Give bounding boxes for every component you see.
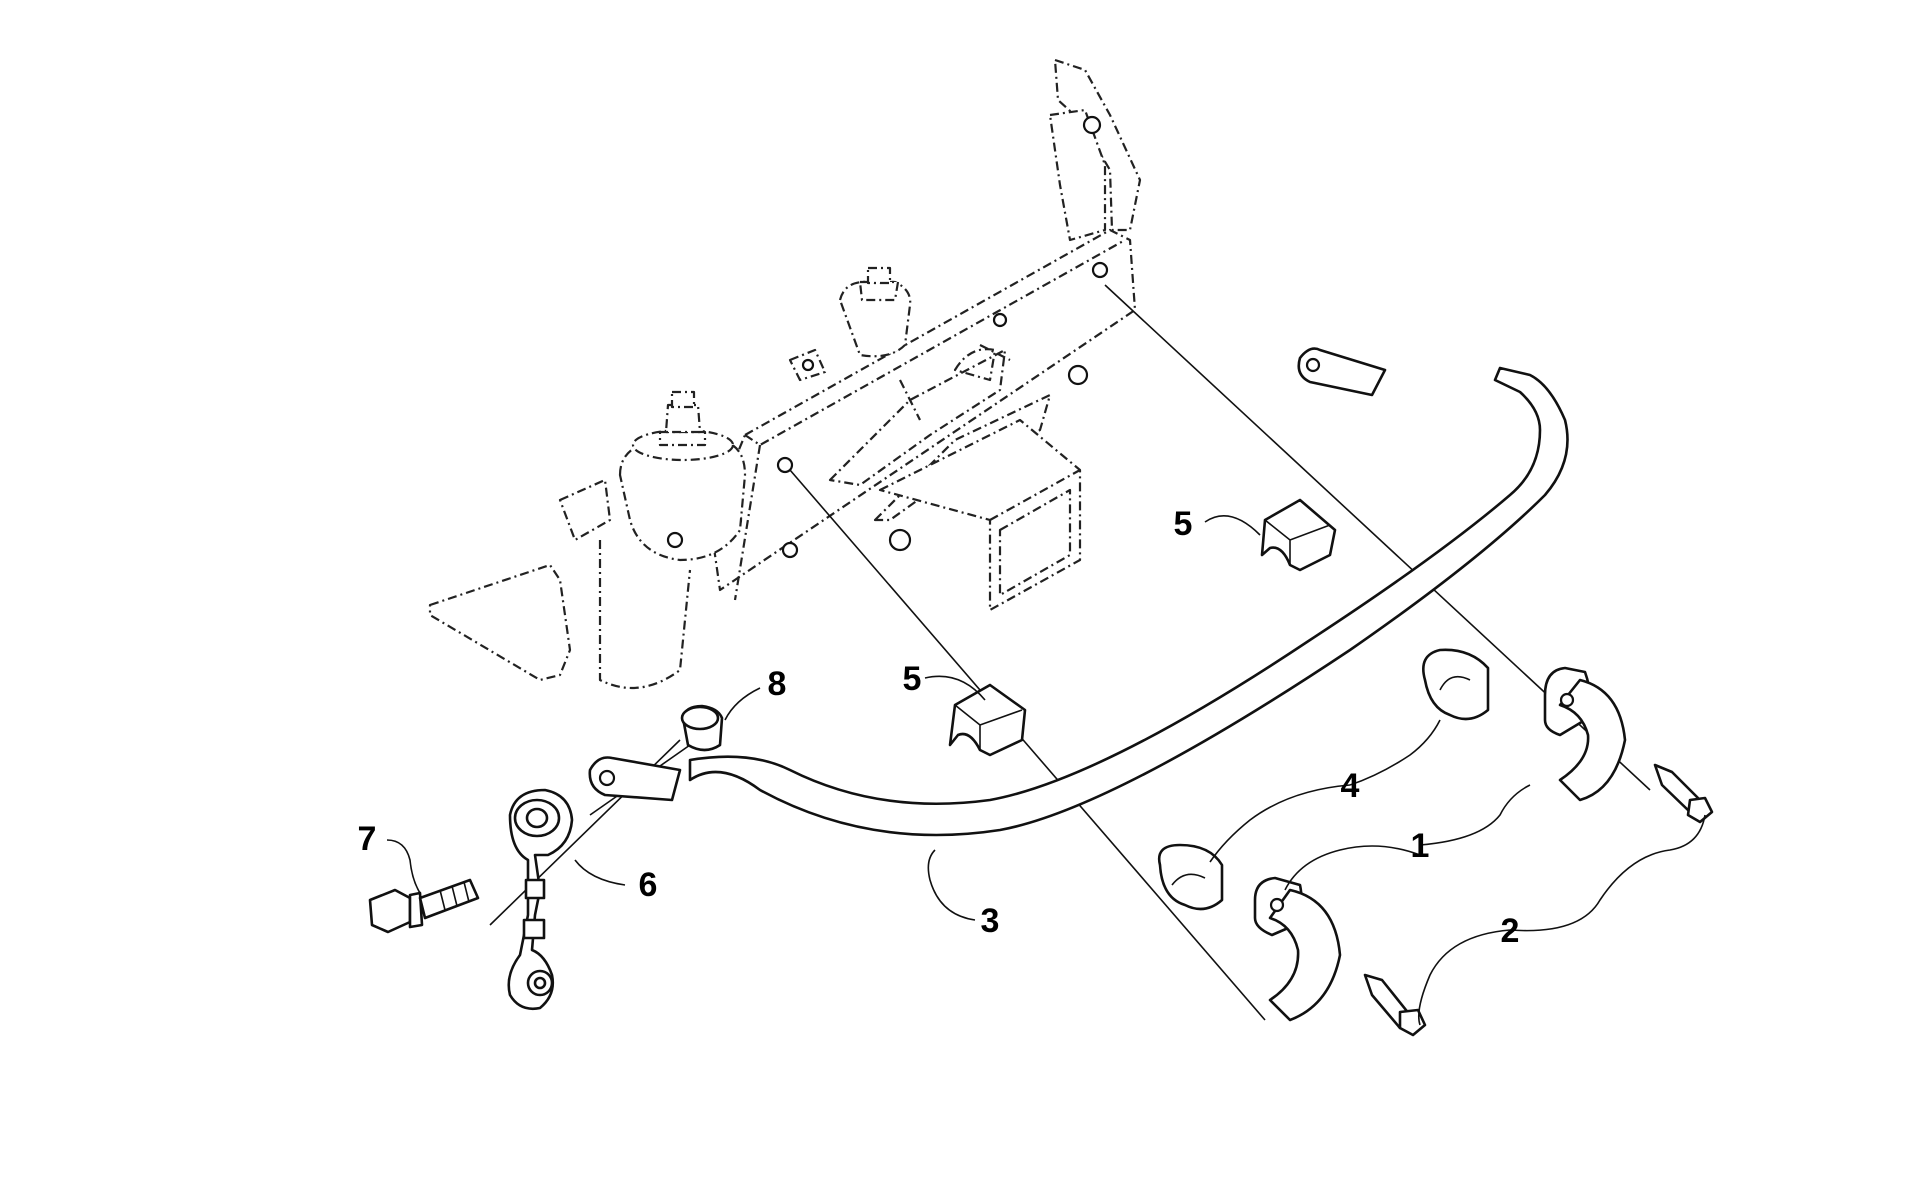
sway-bar-clamp-front (1253, 876, 1342, 1022)
callout-4: 4 (1341, 767, 1360, 805)
callout-5-front: 5 (903, 660, 922, 698)
callout-3: 3 (981, 902, 1000, 940)
assembly-lines (489, 284, 1651, 1021)
clamp-block-rear (1260, 498, 1337, 572)
end-link-bolt (368, 878, 480, 934)
callout-5-rear: 5 (1174, 505, 1193, 543)
frame-reference (428, 58, 1142, 690)
callout-1: 1 (1411, 827, 1430, 865)
end-link-bushing (680, 704, 724, 752)
sway-bar-bushing-front (1157, 843, 1224, 911)
callout-8: 8 (768, 665, 787, 703)
clamp-bolt-rear (1653, 763, 1714, 824)
clamp-bolt-front (1363, 973, 1427, 1037)
callout-leaders (386, 515, 1706, 1026)
callout-7: 7 (358, 820, 377, 858)
sway-bar (588, 347, 1569, 837)
sway-bar-bushing-rear (1422, 648, 1490, 721)
callout-6: 6 (639, 866, 658, 904)
callout-labels: 1 2 3 4 5 5 6 7 8 (358, 505, 1520, 950)
callout-2: 2 (1501, 912, 1520, 950)
clamp-block-front (948, 683, 1027, 757)
sway-bar-clamp-rear (1543, 666, 1627, 802)
sway-bar-end-link (507, 788, 574, 1010)
